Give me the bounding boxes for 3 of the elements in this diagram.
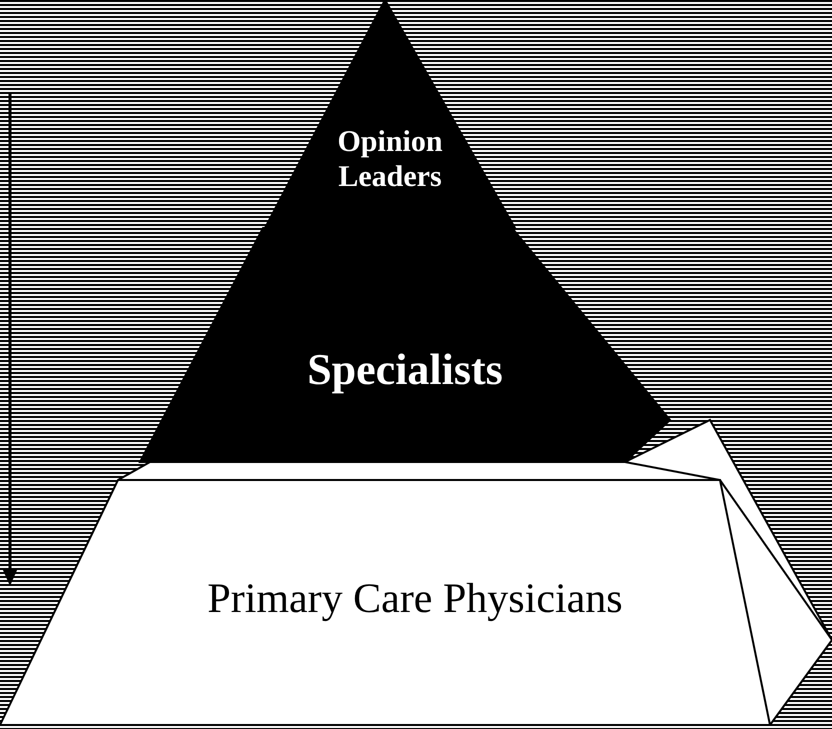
- tier-label: Specialists: [306, 345, 504, 396]
- tier-label: Primary Care Physicians: [206, 575, 624, 624]
- tier-label: Opinion Leaders: [336, 125, 444, 194]
